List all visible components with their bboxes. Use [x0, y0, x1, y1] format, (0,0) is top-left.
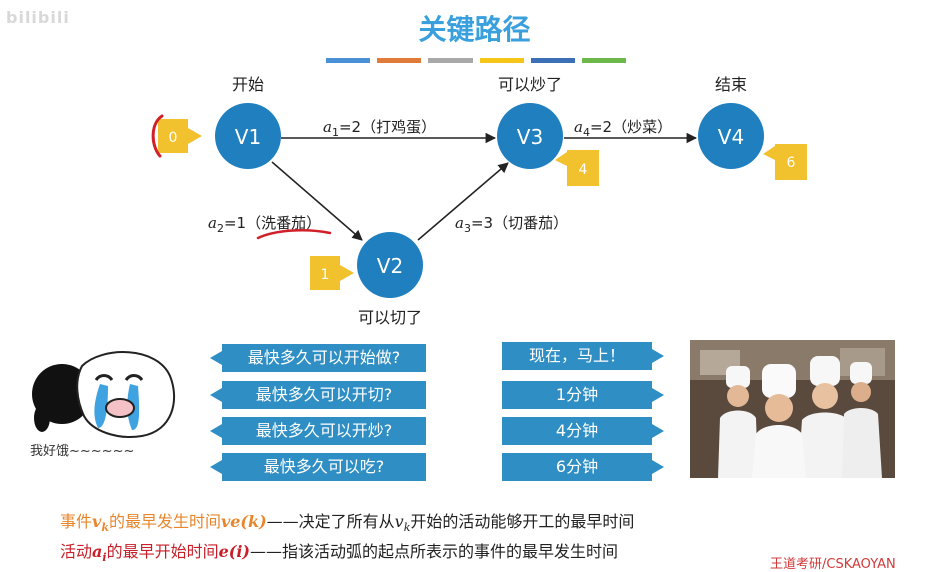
node-v3: V3 — [497, 103, 563, 169]
badge-v1-value: 0 — [169, 130, 178, 146]
event-def-rest-b: 开始的活动能够开工的最早时间 — [410, 512, 635, 531]
activity-def-sub: i — [102, 551, 107, 565]
badge-v1: 0 — [158, 119, 202, 153]
answer-bubble-1: 现在，马上！ — [502, 342, 664, 370]
chefs-photo-illustration — [690, 340, 895, 478]
edge-label-a3: a3=3（切番茄） — [455, 214, 568, 235]
node-v2: V2 — [357, 232, 423, 298]
red-underline-annotation — [256, 229, 332, 240]
question-bubble-1: 最快多久可以开始做? — [210, 344, 426, 372]
stripe-1 — [326, 58, 371, 63]
slide-title: 关键路径 — [418, 13, 531, 46]
badge-v3-value: 4 — [579, 162, 588, 178]
answer-bubble-4: 6分钟 — [502, 453, 664, 481]
node-v1-label: V1 — [235, 125, 261, 149]
red-annotation-mark — [151, 114, 164, 158]
edge-v1-v2 — [271, 161, 363, 241]
footer-watermark: 王道考研/CSKAOYAN — [770, 557, 896, 572]
aoe-network-diagram: 0 1 4 6 V1 V2 V3 V4 开始 可以切了 可以炒了 结束 a1=2… — [151, 75, 807, 327]
bilibili-watermark: bilibili — [6, 8, 70, 27]
hungry-caption: 我好饿~~~~~~ — [30, 444, 135, 459]
event-def-sub: k — [101, 521, 109, 535]
crying-character-illustration — [32, 351, 176, 438]
event-def-rest-var: v — [394, 512, 404, 531]
badge-v3: 4 — [555, 150, 599, 186]
question-bubble-4: 最快多久可以吃? — [210, 453, 426, 481]
edge-label-a2: a2=1（洗番茄） — [208, 214, 321, 235]
node-v4: V4 — [698, 103, 764, 169]
chefs-photo — [690, 340, 895, 478]
event-def-prefix: 事件 — [60, 512, 93, 531]
stripe-2 — [377, 58, 422, 63]
event-def-dash: —— — [266, 512, 299, 531]
activity-def-rest: 指该活动弧的起点所表示的事件的最早发生时间 — [282, 542, 619, 561]
stripe-4 — [479, 58, 524, 63]
node-v3-label: V3 — [517, 125, 543, 149]
event-def-rest-a: 决定了所有从 — [298, 512, 395, 531]
edge-label-a4: a4=2（炒菜） — [574, 118, 672, 139]
caption-v3: 可以炒了 — [498, 75, 562, 94]
node-v1: V1 — [215, 103, 281, 169]
event-definition: 事件vk的最早发生时间ve(k)——决定了所有从vk开始的活动能够开工的最早时间 — [60, 508, 634, 534]
badge-v4: 6 — [763, 144, 807, 180]
badge-v2-value: 1 — [321, 267, 330, 283]
title-color-stripes — [326, 58, 627, 63]
answer-bubble-2: 1分钟 — [502, 381, 664, 409]
question-bubble-3: 最快多久可以开炒? — [210, 417, 426, 445]
stripe-3 — [428, 58, 473, 63]
stripe-5 — [530, 58, 575, 63]
question-bubble-2: 最快多久可以开切? — [210, 381, 426, 409]
caption-v1: 开始 — [232, 75, 264, 94]
badge-v4-value: 6 — [787, 155, 796, 171]
stripe-6 — [581, 58, 627, 63]
event-def-middle: 的最早发生时间 — [108, 512, 221, 531]
event-def-rest-sub: k — [403, 521, 411, 535]
caption-v4: 结束 — [715, 75, 747, 94]
event-def-func: ve(k) — [220, 512, 267, 531]
activity-def-dash: —— — [250, 542, 282, 561]
edge-v2-v3 — [417, 162, 509, 241]
badge-v2: 1 — [310, 256, 354, 290]
activity-def-middle: 的最早开始时间 — [106, 542, 219, 561]
caption-v2: 可以切了 — [358, 308, 422, 327]
edge-label-a1: a1=2（打鸡蛋） — [323, 118, 436, 139]
event-def-var: v — [92, 512, 102, 531]
node-v2-label: V2 — [377, 254, 403, 278]
answer-bubble-3: 4分钟 — [502, 417, 664, 445]
activity-def-func: e(i) — [218, 542, 250, 561]
activity-def-prefix: 活动 — [60, 542, 93, 561]
activity-definition: 活动ai的最早开始时间e(i)——指该活动弧的起点所表示的事件的最早发生时间 — [60, 538, 618, 564]
activity-def-var: a — [92, 542, 103, 561]
node-v4-label: V4 — [718, 125, 744, 149]
